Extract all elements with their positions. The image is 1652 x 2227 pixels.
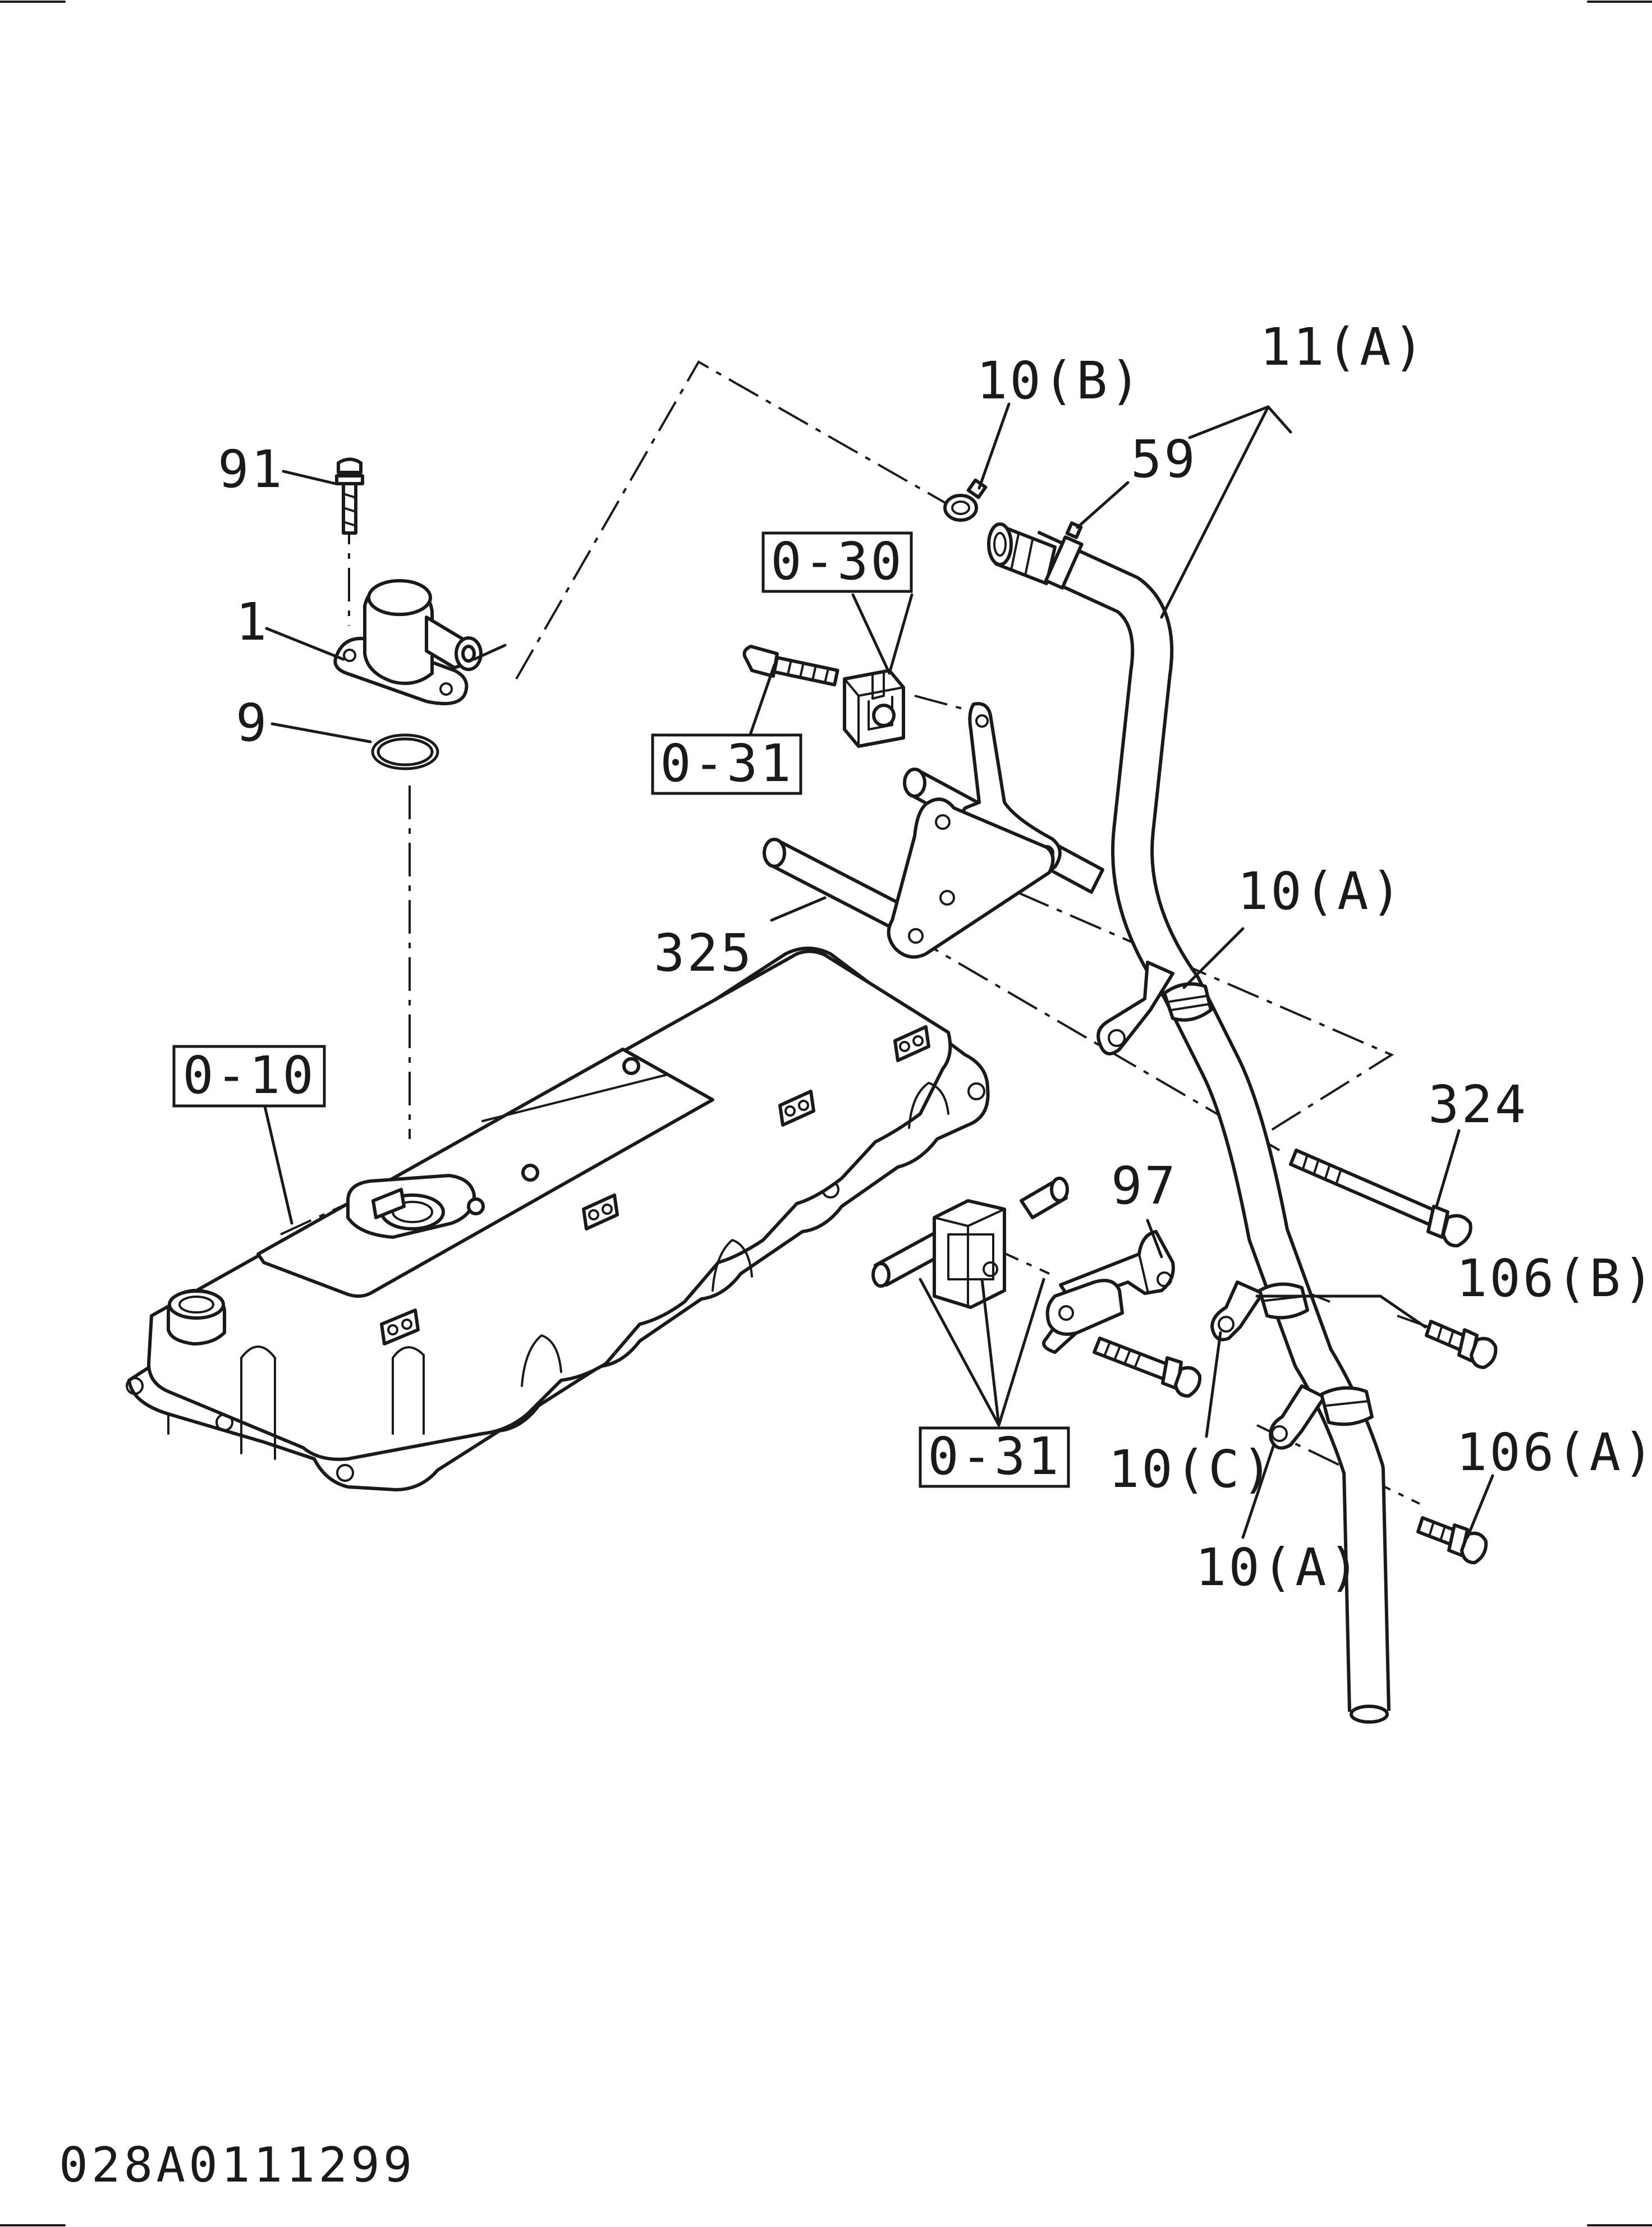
label-59: 59 xyxy=(1131,429,1197,489)
clip-10a-upper xyxy=(1096,961,1213,1055)
bolt-0-31-upper xyxy=(742,645,839,687)
ref-box-0-30-text: 0-30 xyxy=(770,531,904,591)
leader-lines xyxy=(256,402,1494,1539)
ref-box-0-31-lower-text: 0-31 xyxy=(928,1426,1061,1486)
part-labels: 91 1 9 10(B) 11(A) 59 325 10(A) 324 97 1… xyxy=(218,317,1652,1597)
label-10c: 10(C) xyxy=(1108,1439,1275,1499)
ref-box-0-31-lower[interactable]: 0-31 xyxy=(919,1426,1070,1488)
ref-box-0-31-upper-text: 0-31 xyxy=(660,733,793,793)
clamp-block-0-30 xyxy=(843,669,905,748)
label-11a: 11(A) xyxy=(1260,317,1426,377)
label-10a-lower: 10(A) xyxy=(1195,1537,1362,1597)
label-97: 97 xyxy=(1111,1156,1178,1216)
label-91: 91 xyxy=(218,439,284,499)
bracket-97 xyxy=(1042,1230,1175,1354)
drawing-code: 028A0111299 xyxy=(59,2137,416,2193)
ref-box-0-30[interactable]: 0-30 xyxy=(761,531,913,593)
bolt-106a xyxy=(1416,1516,1488,1564)
clamp-block-0-31-lower xyxy=(871,1177,1069,1309)
label-9: 9 xyxy=(236,693,269,753)
bracket-325 xyxy=(763,702,1104,959)
label-324: 324 xyxy=(1428,1075,1528,1135)
label-10b: 10(B) xyxy=(976,351,1143,411)
bolt-0-31-lower xyxy=(1093,1337,1202,1398)
outlet-housing-1 xyxy=(333,579,483,705)
ref-box-0-10[interactable]: 0-10 xyxy=(172,1045,326,1108)
clip-10c xyxy=(1210,1280,1309,1342)
o-ring-9 xyxy=(371,733,439,770)
label-1: 1 xyxy=(236,592,269,652)
bolt-91 xyxy=(335,457,364,535)
bolt-324 xyxy=(1289,1149,1472,1248)
label-106b: 106(B) xyxy=(1456,1248,1652,1308)
label-325: 325 xyxy=(654,923,754,983)
head-cover-0-10 xyxy=(126,947,990,1491)
ref-box-0-31-upper[interactable]: 0-31 xyxy=(651,733,802,795)
ref-box-0-10-text: 0-10 xyxy=(182,1045,316,1105)
label-106a: 106(A) xyxy=(1456,1422,1652,1482)
hose-11a xyxy=(987,521,1391,1724)
bolt-106b xyxy=(1425,1320,1498,1369)
clip-10a-lower xyxy=(1269,1384,1374,1450)
label-10a-upper: 10(A) xyxy=(1237,861,1404,921)
